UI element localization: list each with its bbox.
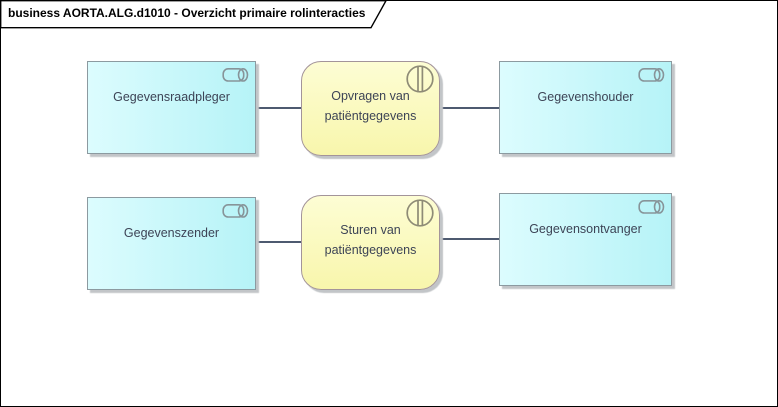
- node-label: Gegevenshouder: [537, 89, 634, 104]
- node-label: Gegevenszender: [123, 225, 220, 240]
- connector-gegevenszender-sturen[interactable]: [256, 241, 301, 243]
- connector-gegevensraadpleger-opvragen[interactable]: [256, 107, 301, 109]
- frame-label-tab: [0, 0, 388, 29]
- connector-sturen-gegevensontvanger[interactable]: [440, 238, 499, 240]
- business-role-icon: [222, 67, 249, 83]
- node-label: Opvragen van patiëntgegevens: [324, 89, 417, 123]
- business-interaction-icon: [405, 198, 435, 228]
- node-sturen-van-patientgegevens[interactable]: Sturen van patiëntgegevens: [301, 195, 440, 290]
- node-gegevensontvanger[interactable]: Gegevensontvanger: [499, 193, 672, 286]
- business-role-icon: [638, 67, 665, 83]
- node-gegevenszender[interactable]: Gegevenszender: [87, 197, 256, 290]
- node-label: Gegevensraadpleger: [113, 89, 230, 104]
- node-label: Gegevensontvanger: [529, 221, 642, 236]
- node-label: Sturen van patiëntgegevens: [324, 223, 417, 257]
- frame-label-shape: [0, 0, 388, 29]
- connector-opvragen-gegevenshouder[interactable]: [440, 107, 499, 109]
- business-role-icon: [222, 203, 249, 219]
- node-gegevenshouder[interactable]: Gegevenshouder: [499, 61, 672, 154]
- node-opvragen-van-patientgegevens[interactable]: Opvragen van patiëntgegevens: [301, 61, 440, 156]
- business-interaction-icon: [405, 64, 435, 94]
- diagram-title: business AORTA.ALG.d1010 - Overzicht pri…: [8, 6, 366, 20]
- business-role-icon: [638, 199, 665, 215]
- node-gegevensraadpleger[interactable]: Gegevensraadpleger: [87, 61, 256, 154]
